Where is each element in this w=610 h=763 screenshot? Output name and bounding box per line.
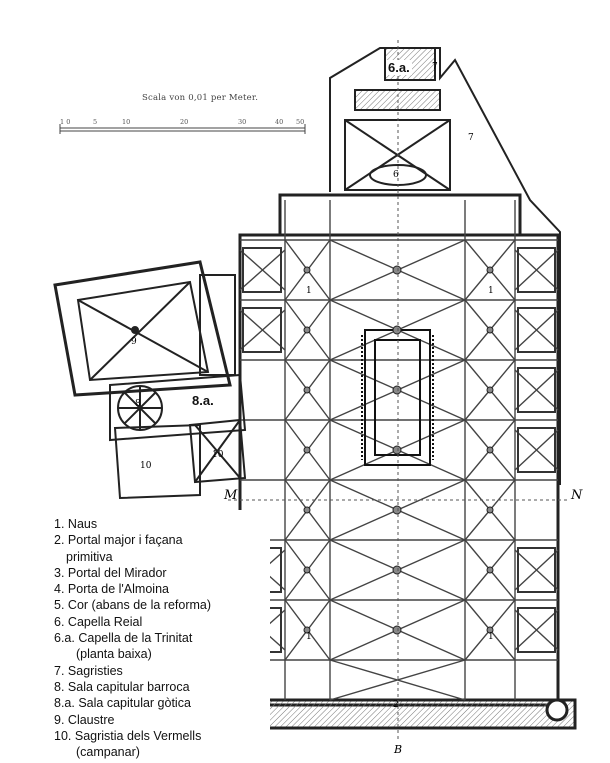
legend-continuation: (campanar) [76,745,140,760]
label-1-nw: 1 [306,286,312,296]
legend-text: Cor (abans de la reforma) [67,598,212,613]
scale-tick: 40 [275,118,284,126]
scale-tick: 30 [238,118,247,126]
legend-text: Sagristies [67,663,123,678]
legend-num: 4. [54,582,65,597]
legend-item: 4. Porta de l'Almoina [54,581,211,597]
legend-item: 10. Sagristia dels Vermells (campanar) [54,728,211,761]
legend-item: 6.a. Capella de la Trinitat(planta baixa… [54,630,211,663]
legend-text: Porta de l'Almoina [67,582,169,597]
legend-num: 2. [54,533,65,548]
legend-continuation: primitiva [66,549,113,564]
legend-continuation: (planta baixa) [76,647,152,662]
legend-num: 7. [54,663,65,678]
label-10-b: 10 [212,450,224,460]
label-9: 9 [131,337,137,347]
legend-num: 1. [54,517,65,531]
scale-tick: 20 [180,118,189,126]
legend-item: 5. Cor (abans de la reforma) [54,597,211,613]
legend-num: 6. [54,614,65,629]
legend-num: 10. [54,728,72,743]
legend-num: 9. [54,712,65,727]
legend-text: Sala capitular barroca [67,679,190,694]
legend-num: 3. [54,565,65,580]
legend-num: 5. [54,598,65,613]
legend-text: Naus [67,517,98,531]
label-1-se: 1 [488,632,494,642]
label-6a: 6.a. [386,60,412,75]
legend-num: 8.a. [54,696,75,711]
nave-walls [223,193,577,730]
legend-item: 8. Sala capitular barroca [54,679,211,695]
label-8: 8 [135,399,141,409]
scale-tick: 10 [122,118,131,126]
legend-num: 8. [54,679,65,694]
scale-tick: 1 0 [60,118,71,126]
legend-item: 8.a. Sala capitular gòtica [54,695,211,711]
vault-bosses [303,265,494,635]
label-7-top: 7 [432,62,438,72]
scale-bar [59,124,306,134]
scale-ticks: 1 0 5 10 20 30 40 50 [60,118,305,128]
legend-item: 1. Naus [54,516,211,532]
scale-title: Scala von 0,01 per Meter. [142,93,259,103]
axis-lines [228,40,570,740]
label-2: 2 [393,700,399,710]
legend-text: Portal del Mirador [67,565,167,580]
label-n: N [571,488,583,503]
legend-text: Capella de la Trinitat [78,631,193,646]
legend-text: Capella Reial [67,614,143,629]
legend-text: Claustre [67,712,115,727]
label-1-sw: 1 [306,632,312,642]
legend-text: Sagristia dels Vermells [74,728,202,743]
legend-text: Sala capitular gòtica [78,696,191,711]
legend-text: Portal major i façana [67,533,183,548]
label-10-a: 10 [140,461,152,471]
label-b: B [394,743,403,756]
scale-tick: 5 [93,118,98,126]
label-1-ne: 1 [488,286,494,296]
scale-tick: 50 [296,118,305,126]
legend-item: 6. Capella Reial [54,614,211,630]
label-6: 6 [393,170,399,180]
legend-item: 3. Portal del Mirador [54,565,211,581]
legend-num: 6.a. [54,631,75,646]
label-8a: 8.a. [190,393,216,408]
legend-item: 9. Claustre [54,712,211,728]
label-m: M [224,488,238,503]
label-7-side: 7 [468,133,474,143]
chapter-house-and-sacristy [109,373,247,500]
legend-item: 7. Sagristies [54,663,211,679]
cloister [53,260,236,397]
